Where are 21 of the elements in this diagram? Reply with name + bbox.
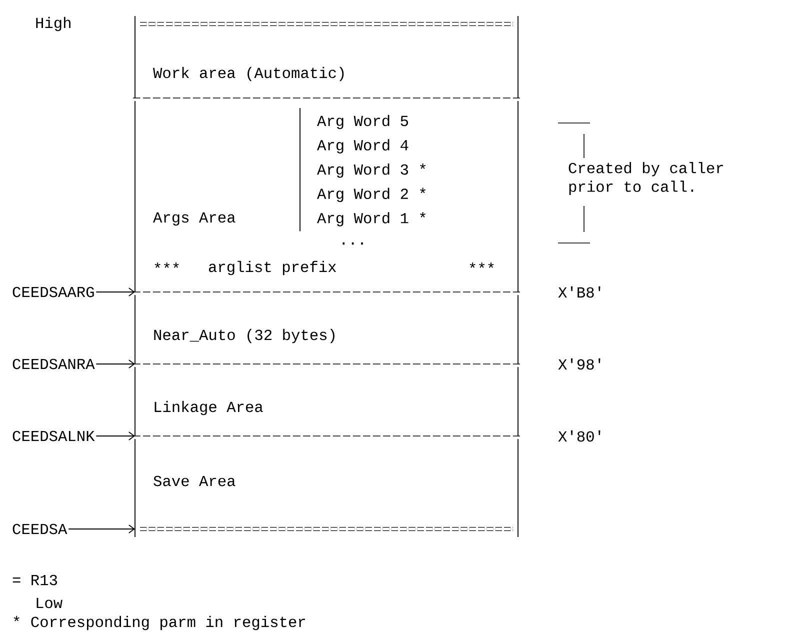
offset-label: X'B8': [558, 286, 600, 298]
pointer-arrow: [96, 432, 135, 440]
note: = R13: [12, 574, 58, 586]
pointer-name: CEEDSANRA: [12, 358, 95, 370]
near-auto-area: Near_Auto (32 bytes): [132, 294, 520, 364]
linkage-area: Linkage Area: [132, 366, 520, 436]
offset-label: X'98': [558, 358, 600, 370]
save-area: Save Area: [134, 438, 518, 538]
pointer-name: CEEDSA: [12, 524, 68, 534]
level-label: Low: [36, 598, 62, 608]
pointer-name: CEEDSALNK: [12, 430, 95, 442]
note: * Corresponding parm in register: [14, 616, 306, 630]
note: Created by caller prior to call.: [568, 162, 724, 195]
work-area: Work area (Automatic): [132, 16, 520, 98]
pointer-name: CEEDSAARG: [12, 286, 94, 298]
pointer-arrow: [68, 524, 135, 534]
pointer-arrow: [96, 360, 135, 368]
offset-label: X'80': [558, 430, 600, 442]
level-label: High: [36, 16, 70, 32]
pointer-arrow: [96, 288, 135, 296]
arg-word-list: Arg Word 5 Arg Word 4 Arg Word 3 * Arg Word 2 * Arg Word 1 * ...: [300, 108, 426, 245]
